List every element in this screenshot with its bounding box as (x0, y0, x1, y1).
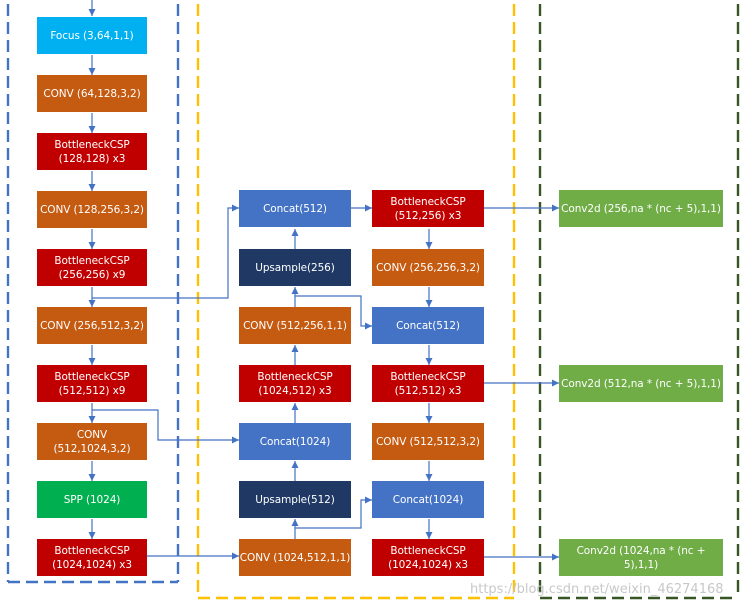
conv-512-512-label: CONV (512,512,3,2) (376, 435, 480, 448)
conv2d-out-512-label: Conv2d (512,na * (nc + 5),1,1) (561, 377, 721, 390)
bottleneckcsp-512-node: BottleneckCSP (512,512) x9 (37, 365, 147, 402)
concat-1024-upper-node: Concat(1024) (239, 423, 351, 460)
bottleneckcsp-512-256-title: BottleneckCSP (390, 195, 466, 208)
concat-512-lower-label: Concat(512) (396, 319, 460, 332)
conv2d-out-1024-label: Conv2d (1024,na * (nc + 5),1,1) (576, 544, 706, 571)
upsample-256-label: Upsample(256) (255, 261, 335, 274)
conv2d-out-1024-node: Conv2d (1024,na * (nc + 5),1,1) (559, 539, 723, 576)
bottleneckcsp-1024-title: BottleneckCSP (54, 544, 130, 557)
conv-256-512-node: CONV (256,512,3,2) (37, 307, 147, 344)
focus-label: Focus (3,64,1,1) (50, 29, 134, 42)
concat-1024-lower-node: Concat(1024) (372, 481, 484, 518)
watermark-url: https://blog.csdn.net/weixin_46274168 (470, 582, 724, 597)
conv-512-1024-node: CONV (512,1024,3,2) (37, 423, 147, 460)
spp-label: SPP (1024) (63, 493, 121, 506)
conv2d-out-512-node: Conv2d (512,na * (nc + 5),1,1) (559, 365, 723, 402)
bottleneckcsp-512-512-title: BottleneckCSP (390, 370, 466, 383)
upsample-512-label: Upsample(512) (255, 493, 335, 506)
bottleneckcsp-256-params: (256,256) x9 (58, 268, 126, 281)
concat-512-lower-node: Concat(512) (372, 307, 484, 344)
conv2d-out-256-node: Conv2d (256,na * (nc + 5),1,1) (559, 190, 723, 227)
conv-1024-512-1-1-node: CONV (1024,512,1,1) (239, 539, 351, 576)
conv-512-256-1-1-label: CONV (512,256,1,1) (243, 319, 347, 332)
bottleneckcsp-512-params: (512,512) x9 (58, 384, 126, 397)
bottleneckcsp-512-title: BottleneckCSP (54, 370, 130, 383)
bottleneckcsp-512-512-node: BottleneckCSP (512,512) x3 (372, 365, 484, 402)
spp-node: SPP (1024) (37, 481, 147, 518)
bottleneckcsp-1024-512-node: BottleneckCSP (1024,512) x3 (239, 365, 351, 402)
neck-section-border (196, 4, 516, 600)
conv2d-out-256-label: Conv2d (256,na * (nc + 5),1,1) (561, 202, 721, 215)
concat-512-upper-node: Concat(512) (239, 190, 351, 227)
bottleneckcsp-1024-512-params: (1024,512) x3 (258, 384, 332, 397)
arrow-lateral-p5 (295, 496, 372, 529)
arrow-skip-p4 (92, 409, 239, 444)
conv-1024-512-1-1-label: CONV (1024,512,1,1) (239, 551, 351, 564)
bottleneckcsp-1024-node: BottleneckCSP (1024,1024) x3 (37, 539, 147, 576)
bottleneckcsp-1024-512-title: BottleneckCSP (257, 370, 333, 383)
bottleneckcsp-512-256-node: BottleneckCSP (512,256) x3 (372, 190, 484, 227)
bottleneckcsp-1024-1024-right-title: BottleneckCSP (390, 544, 466, 557)
bottleneckcsp-128-title: BottleneckCSP (54, 138, 130, 151)
conv-512-512-node: CONV (512,512,3,2) (372, 423, 484, 460)
backbone-section-border (6, 4, 180, 584)
conv-512-256-1-1-node: CONV (512,256,1,1) (239, 307, 351, 344)
concat-1024-lower-label: Concat(1024) (392, 493, 464, 506)
upsample-256-node: Upsample(256) (239, 249, 351, 286)
bottleneckcsp-1024-params: (1024,1024) x3 (52, 558, 132, 571)
arrow-skip-p3 (92, 204, 239, 299)
conv-256-512-label: CONV (256,512,3,2) (40, 319, 144, 332)
conv-128-256-node: CONV (128,256,3,2) (37, 191, 147, 228)
bottleneckcsp-512-256-params: (512,256) x3 (394, 209, 462, 222)
bottleneckcsp-256-node: BottleneckCSP (256,256) x9 (37, 249, 147, 286)
conv-512-1024-label: CONV (512,1024,3,2) (53, 428, 131, 455)
bottleneckcsp-128-params: (128,128) x3 (58, 152, 126, 165)
head-section-border (538, 4, 740, 600)
arrow-lateral-p4 (295, 295, 372, 330)
conv-64-128-node: CONV (64,128,3,2) (37, 75, 147, 112)
conv-256-256-node: CONV (256,256,3,2) (372, 249, 484, 286)
concat-512-upper-label: Concat(512) (263, 202, 327, 215)
bottleneckcsp-128-node: BottleneckCSP (128,128) x3 (37, 133, 147, 170)
conv-64-128-label: CONV (64,128,3,2) (43, 87, 141, 100)
conv-256-256-label: CONV (256,256,3,2) (376, 261, 480, 274)
upsample-512-node: Upsample(512) (239, 481, 351, 518)
concat-1024-upper-label: Concat(1024) (259, 435, 331, 448)
bottleneckcsp-256-title: BottleneckCSP (54, 254, 130, 267)
bottleneckcsp-512-512-params: (512,512) x3 (394, 384, 462, 397)
focus-node: Focus (3,64,1,1) (37, 17, 147, 54)
conv-128-256-label: CONV (128,256,3,2) (40, 203, 144, 216)
bottleneckcsp-1024-1024-right-params: (1024,1024) x3 (388, 558, 468, 571)
bottleneckcsp-1024-1024-right-node: BottleneckCSP (1024,1024) x3 (372, 539, 484, 576)
